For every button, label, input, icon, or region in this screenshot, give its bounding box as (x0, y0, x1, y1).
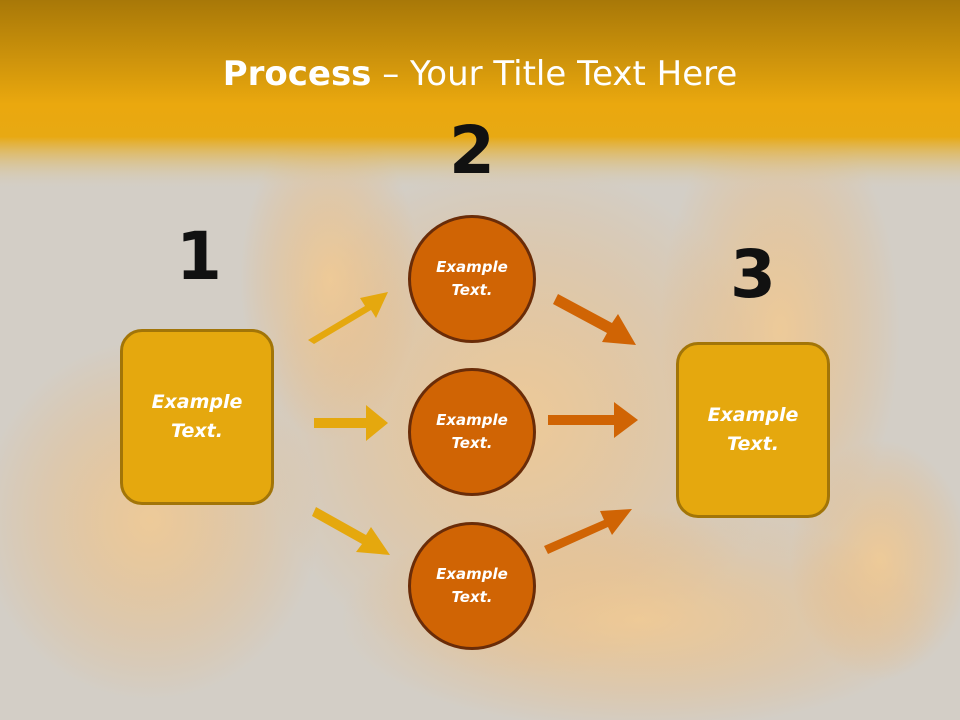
step-1-text: Example Text. (151, 391, 243, 442)
step-2-circle-middle: Example Text. (408, 368, 536, 496)
slide-title: Process – Your Title Text Here (0, 52, 960, 96)
step-3-text: Example Text. (707, 404, 799, 455)
circle-middle-text: Example Text. (436, 411, 508, 452)
arrow-1-to-top (308, 292, 388, 344)
arrow-top-to-3 (553, 294, 636, 345)
circle-top-text: Example Text. (436, 258, 508, 299)
step-1-box: Example Text. (120, 329, 274, 505)
arrow-bottom-to-3 (544, 509, 632, 554)
step-number-2: 2 (449, 112, 495, 189)
step-3-box: Example Text. (676, 342, 830, 518)
step-number-3: 3 (730, 236, 776, 313)
step-2-circle-bottom: Example Text. (408, 522, 536, 650)
step-2-circle-top: Example Text. (408, 215, 536, 343)
step-number-1: 1 (176, 218, 222, 295)
title-rest: – Your Title Text Here (371, 54, 738, 94)
circle-bottom-text: Example Text. (436, 565, 508, 606)
title-bold: Process (222, 54, 372, 94)
arrow-1-to-middle (314, 405, 388, 441)
arrow-1-to-bottom (312, 507, 390, 555)
arrow-middle-to-3 (548, 402, 638, 438)
